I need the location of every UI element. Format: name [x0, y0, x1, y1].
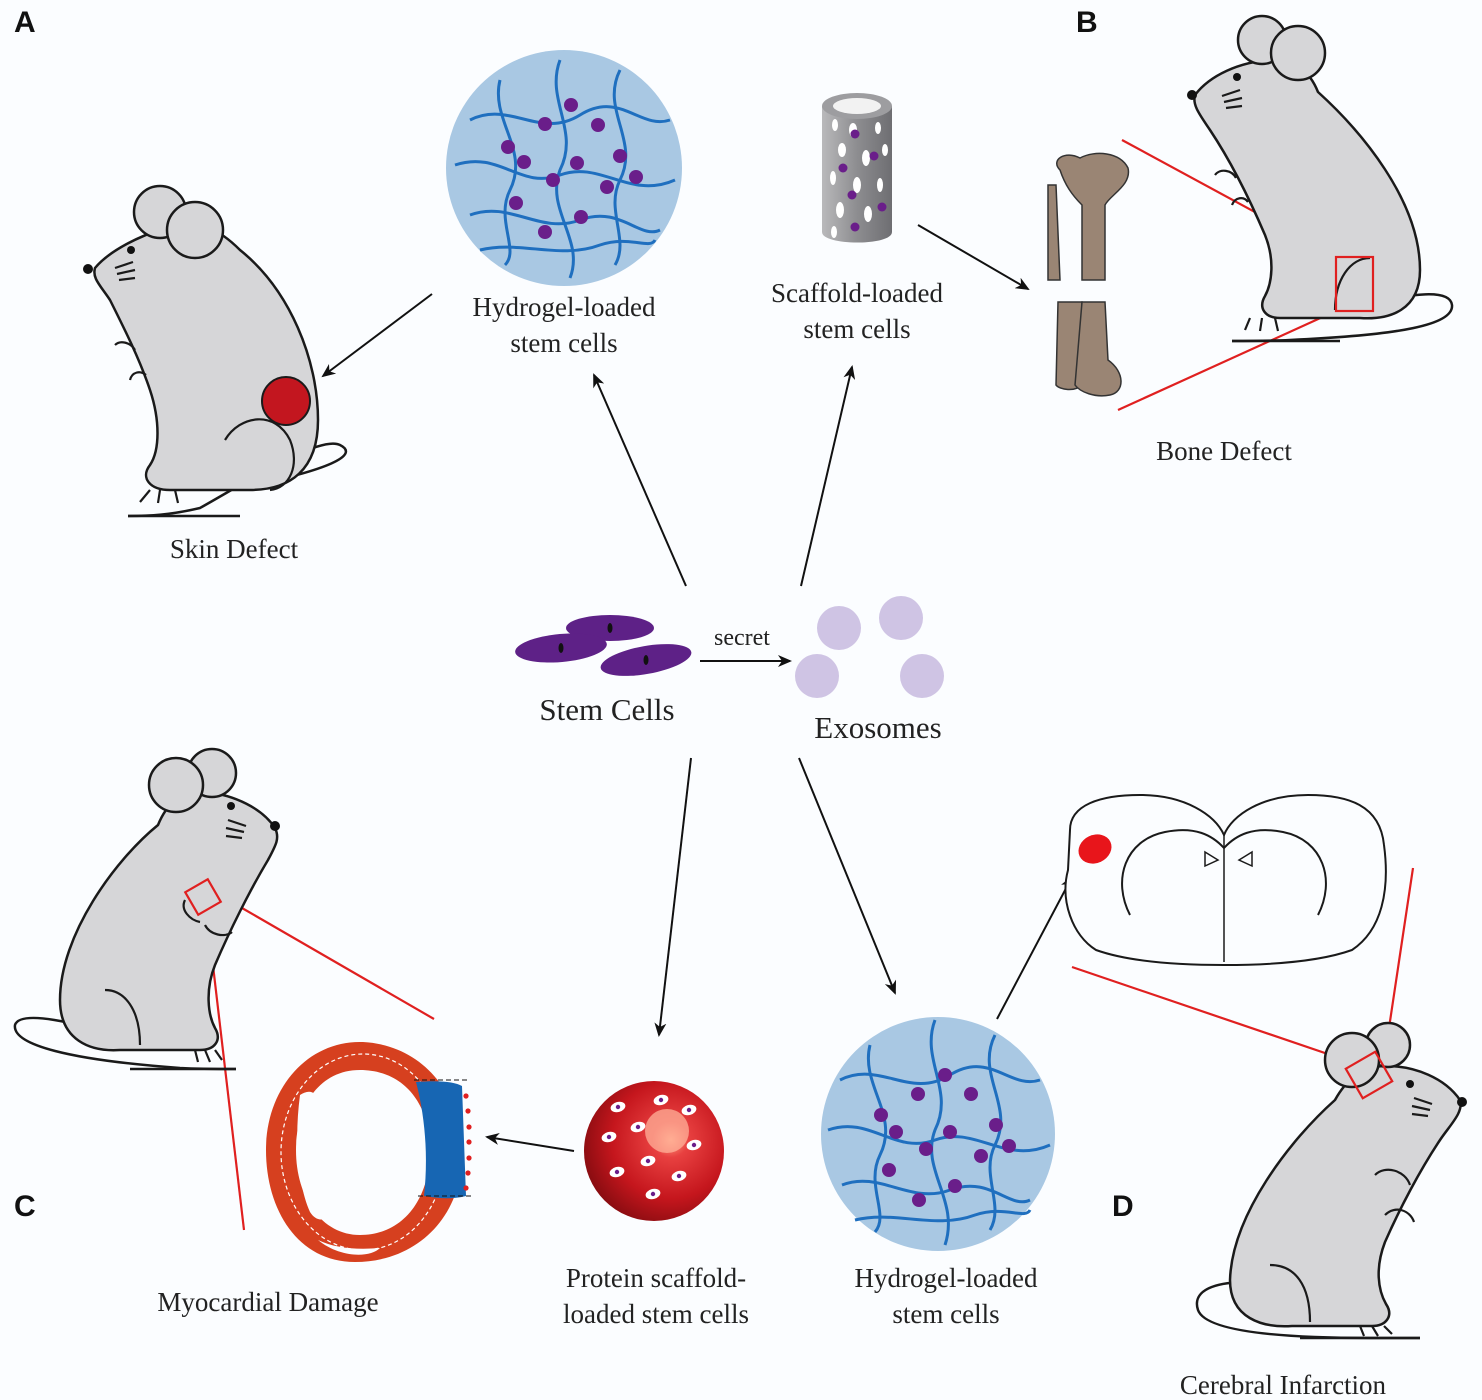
mouse-myocardial-damage — [13, 747, 280, 1071]
hydrogel-bottom-label-1: Hydrogel-loaded — [855, 1263, 1038, 1293]
hydrogel-top-label-2: stem cells — [510, 328, 617, 358]
stem-cells-group — [515, 615, 692, 676]
hydrogel-sphere-top — [446, 50, 682, 286]
hydrogel-top-label-1: Hydrogel-loaded — [473, 292, 656, 322]
myocardial-damage-label: Myocardial Damage — [157, 1287, 378, 1317]
protein-scaffold-label-1: Protein scaffold- — [566, 1263, 746, 1293]
panel-label-a: A — [14, 6, 36, 39]
exosomes-group — [795, 596, 944, 698]
hydrogel-sphere-bottom — [821, 1017, 1055, 1251]
protein-scaffold-label-2: loaded stem cells — [563, 1299, 749, 1329]
scaffold-cylinder — [822, 93, 892, 243]
brain-section — [1064, 793, 1387, 966]
scaffold-label-2: stem cells — [803, 314, 910, 344]
panel-label-d: D — [1112, 1190, 1134, 1223]
scaffold-label-1: Scaffold-loaded — [771, 278, 943, 308]
hydrogel-bottom-label-2: stem cells — [892, 1299, 999, 1329]
mouse-bone-defect — [1187, 14, 1454, 343]
mouse-cerebral-infarction — [1195, 1021, 1467, 1340]
stem-cells-label: Stem Cells — [539, 692, 674, 727]
mouse-skin-defect — [83, 184, 347, 518]
panel-label-b: B — [1076, 6, 1098, 39]
secret-label: secret — [714, 625, 770, 651]
protein-scaffold-sphere — [584, 1081, 724, 1221]
cerebral-infarction-label: Cerebral Infarction — [1180, 1370, 1387, 1400]
skin-defect-label: Skin Defect — [170, 534, 299, 564]
panel-label-c: C — [14, 1190, 36, 1223]
exosomes-label: Exosomes — [814, 710, 941, 745]
heart-ring — [266, 1041, 472, 1262]
bone-defect-label: Bone Defect — [1156, 436, 1292, 466]
bone-defect-illustration — [1047, 152, 1130, 397]
